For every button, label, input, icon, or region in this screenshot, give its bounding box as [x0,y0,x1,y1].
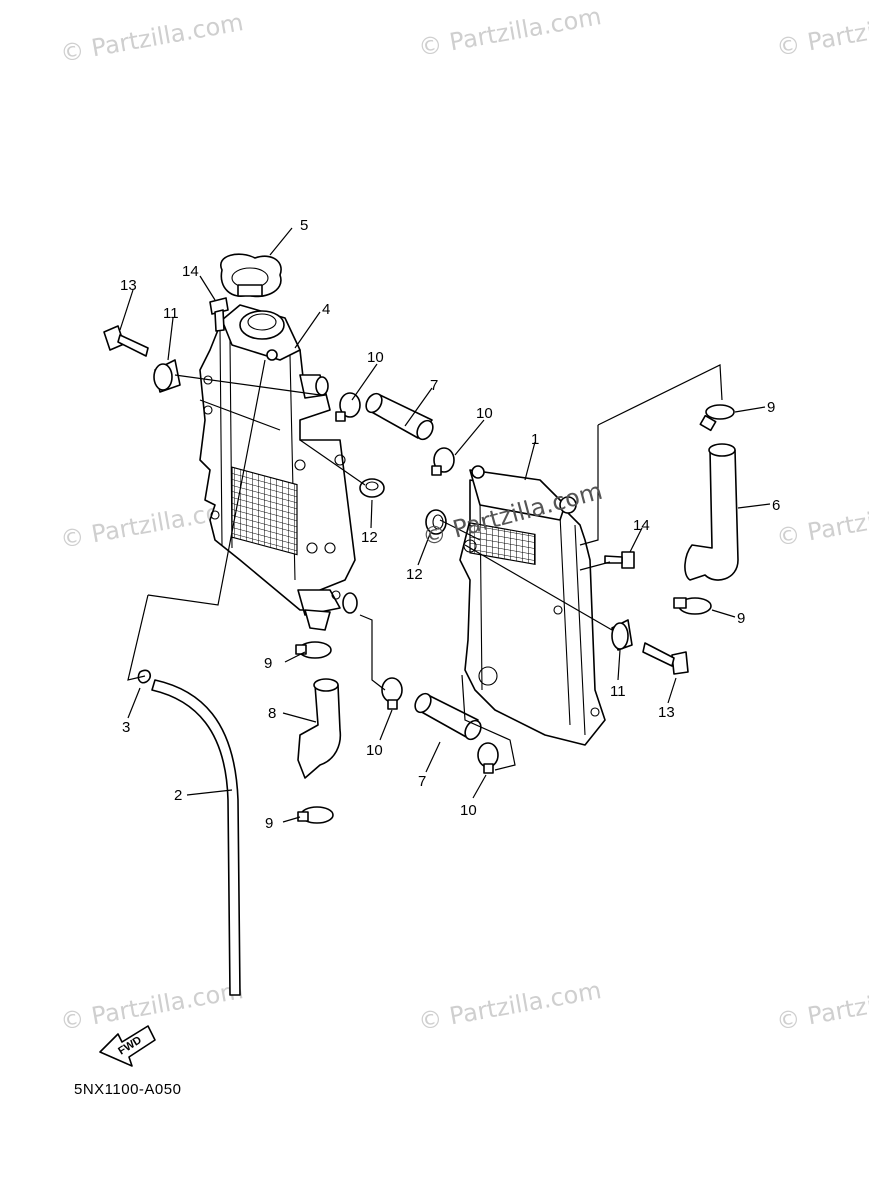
hose-8 [297,678,342,779]
callout-label: 14 [633,517,650,534]
leader-lines [119,227,771,823]
watermark-text: © Partzilla.com [58,976,245,1036]
callout-label: 7 [418,773,426,790]
grommet-11 [611,619,633,651]
callout-label: 2 [174,787,182,804]
watermark-text: © Partzilla.com [774,2,869,62]
watermark-text: © Partzilla.com [416,976,603,1036]
callout-label: 14 [182,263,199,280]
callout-label: 10 [476,405,493,422]
diagram-code: 5NX1100-A050 [74,1081,181,1098]
fwd-arrow-icon: FWD [99,1025,156,1067]
bolt-14 [604,551,635,569]
clamp-10 [381,677,403,710]
bolt-13 [642,642,689,675]
clamp-10 [335,392,361,422]
radiator-cap [220,253,282,298]
callout-label: 11 [610,683,626,700]
callout-label: 9 [767,399,775,416]
watermark-text: © Partzilla.com [774,492,869,552]
callout-label: 12 [406,566,423,583]
hose-6 [684,443,739,581]
callout-label: 10 [460,802,477,819]
callout-label: 3 [122,719,130,736]
callout-label: 10 [367,349,384,366]
radiator-right [459,465,606,746]
radiator-left [199,304,358,631]
callout-label: 6 [772,497,780,514]
clamp-9 [297,806,334,824]
watermark-text: © Partzilla.com [416,2,603,62]
callout-label: 9 [737,610,745,627]
callout-label: 13 [120,277,137,294]
breather-hose-2 [151,679,241,996]
grommet-11 [153,359,181,393]
callout-label: 8 [268,705,276,722]
callout-label: 9 [265,815,273,832]
callout-label: 11 [163,305,179,322]
clamp-10 [477,742,499,774]
clamp-9 [295,641,332,659]
callout-label: 12 [361,529,378,546]
assembly-lines [127,359,723,771]
clamp-9 [699,404,735,432]
callout-label: 7 [430,377,438,394]
hose-7-lower [414,692,482,741]
callouts: 1 2 3 4 5 6 7 7 8 9 9 9 9 10 10 10 10 11… [120,217,780,832]
callout-label: 10 [366,742,383,759]
callout-label: 5 [300,217,308,234]
hose-7-upper [365,392,434,441]
callout-label: 4 [322,301,330,318]
watermark-text: © Partzilla.com [58,8,245,68]
callout-label: 1 [531,431,539,448]
clamp-9 [673,597,712,615]
collar-12 [359,478,385,498]
bolt-13 [103,325,149,357]
bolt-14 [209,297,229,332]
watermark-text: © Partzilla.com [774,976,869,1036]
callout-label: 13 [658,704,675,721]
callout-label: 9 [264,655,272,672]
clamp-10 [431,447,455,476]
